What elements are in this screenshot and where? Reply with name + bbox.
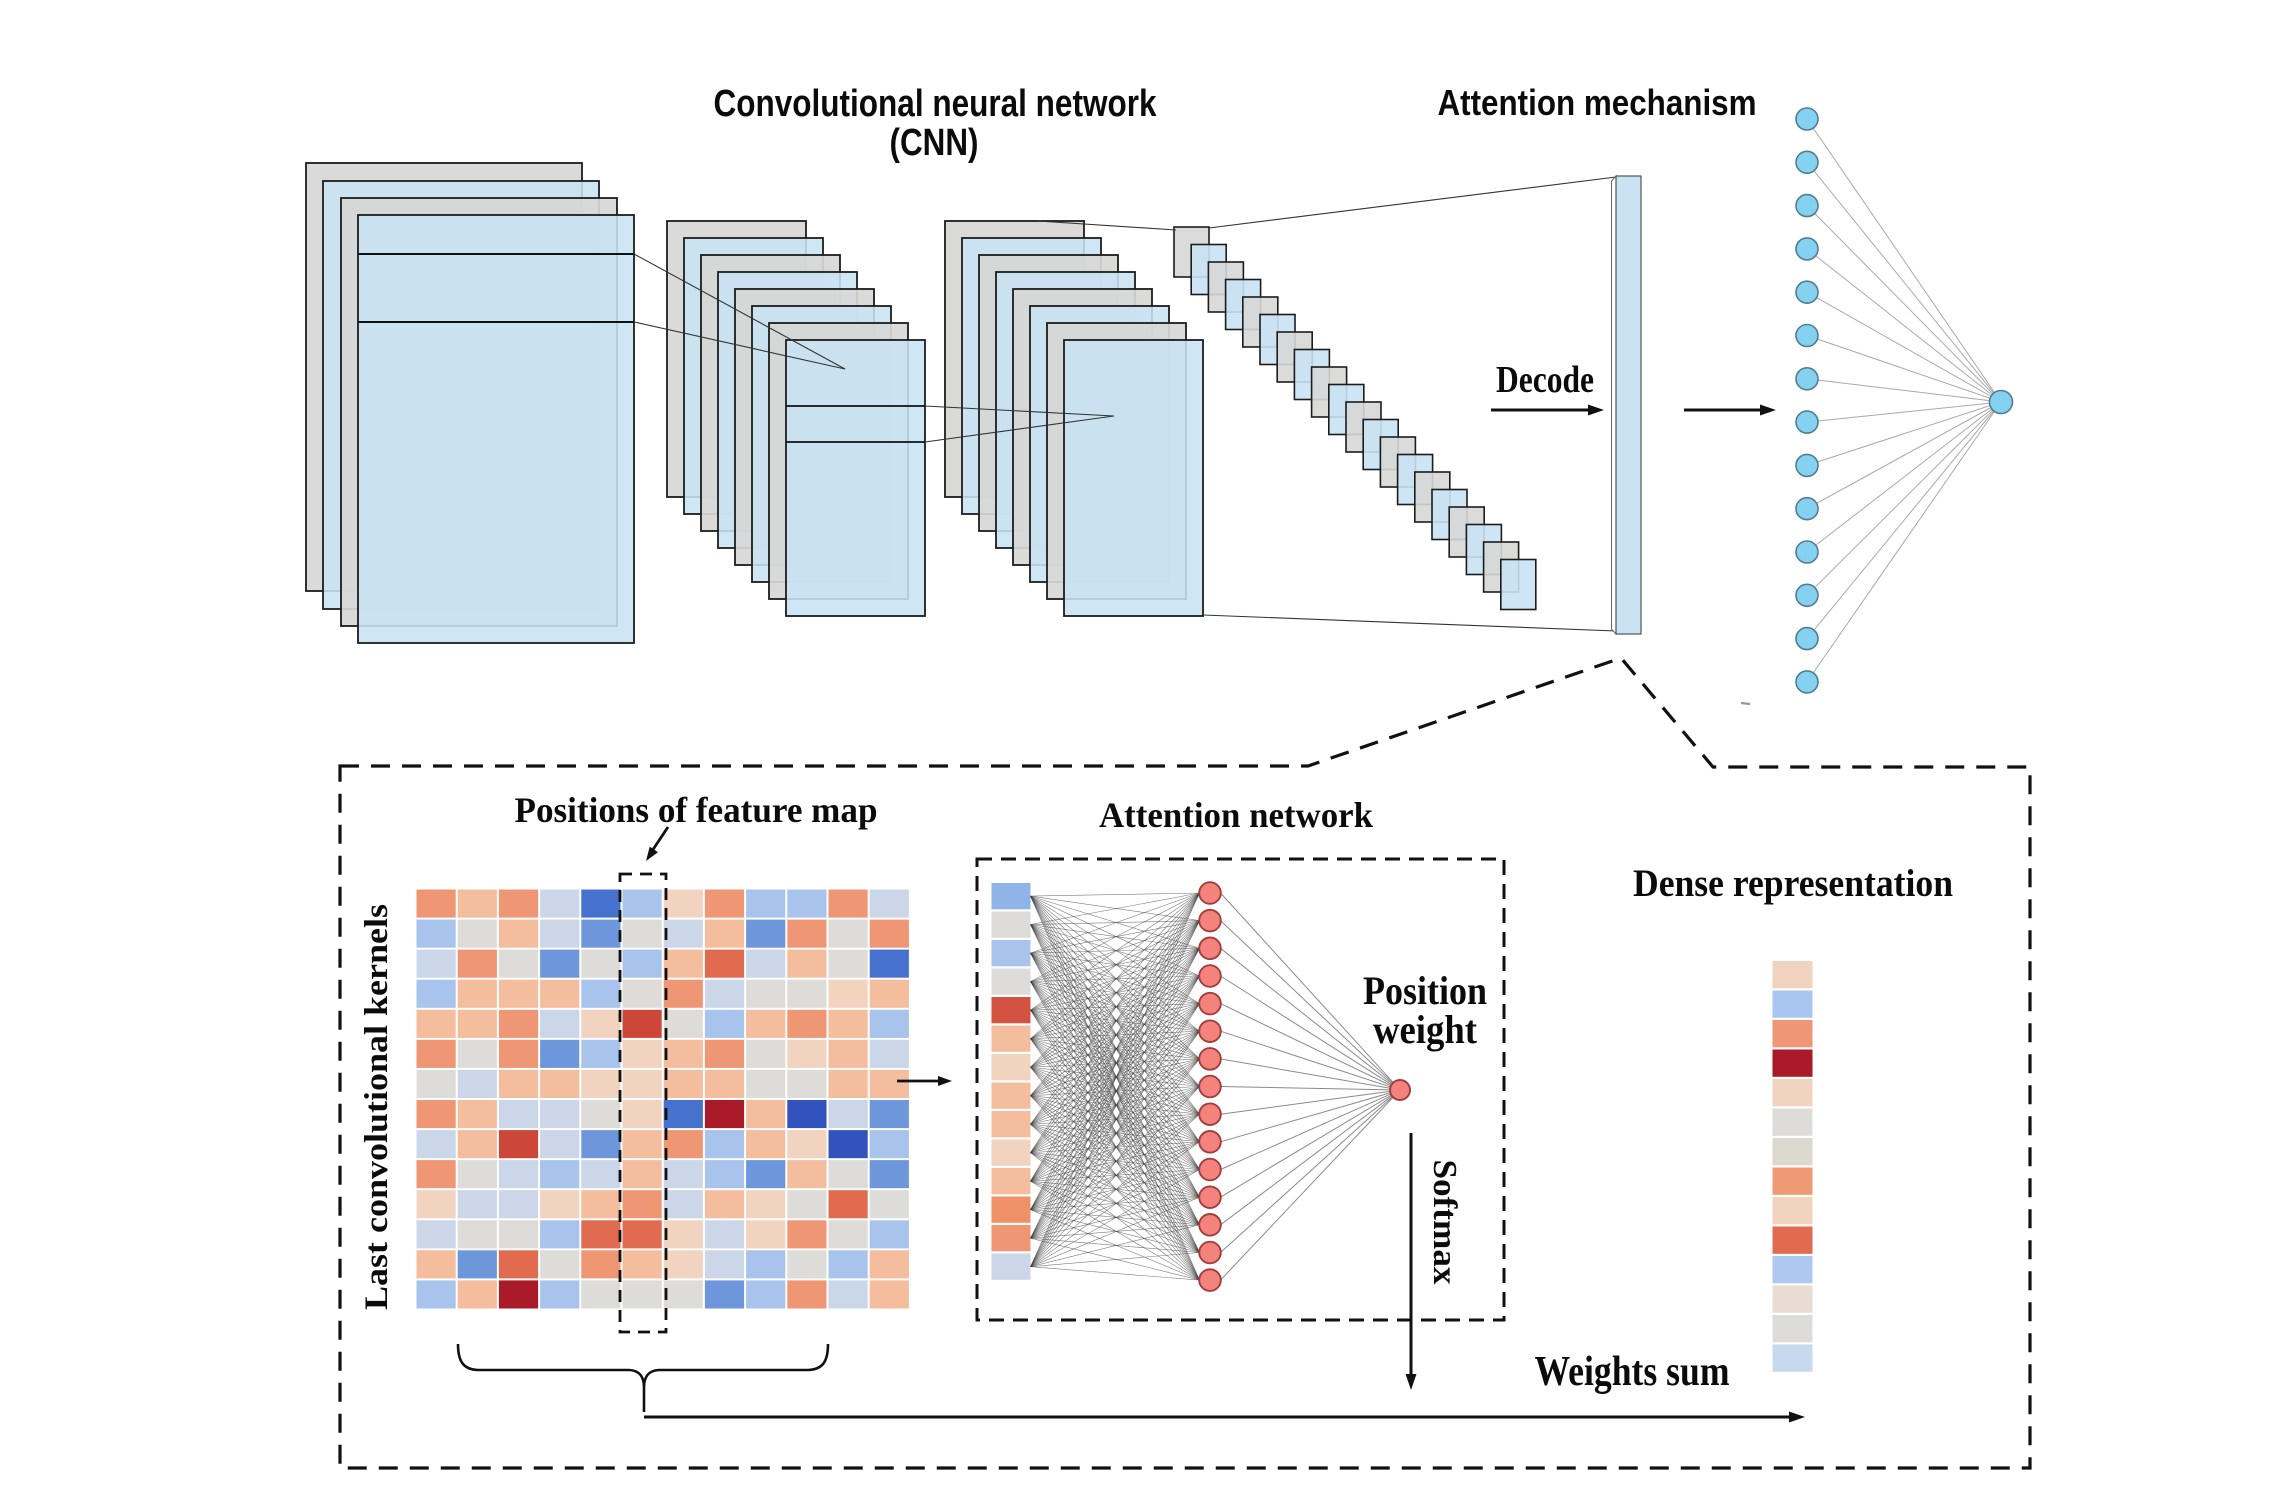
svg-text:Attention network: Attention network xyxy=(1099,795,1373,835)
svg-text:Convolutional neural network: Convolutional neural network xyxy=(714,83,1158,125)
svg-text:Last convolutional kernels: Last convolutional kernels xyxy=(359,904,395,1310)
svg-text:Softmax: Softmax xyxy=(1426,1160,1463,1285)
svg-text:Attention mechanism: Attention mechanism xyxy=(1438,82,1757,123)
svg-text:(CNN): (CNN) xyxy=(890,122,979,164)
svg-text:Weights sum: Weights sum xyxy=(1535,1349,1730,1395)
svg-text:Position: Position xyxy=(1363,968,1487,1013)
svg-text:weight: weight xyxy=(1373,1007,1478,1052)
svg-text:Dense representation: Dense representation xyxy=(1633,862,1953,905)
svg-text:Decode: Decode xyxy=(1496,359,1594,401)
svg-text:Positions of feature map: Positions of feature map xyxy=(515,790,878,830)
